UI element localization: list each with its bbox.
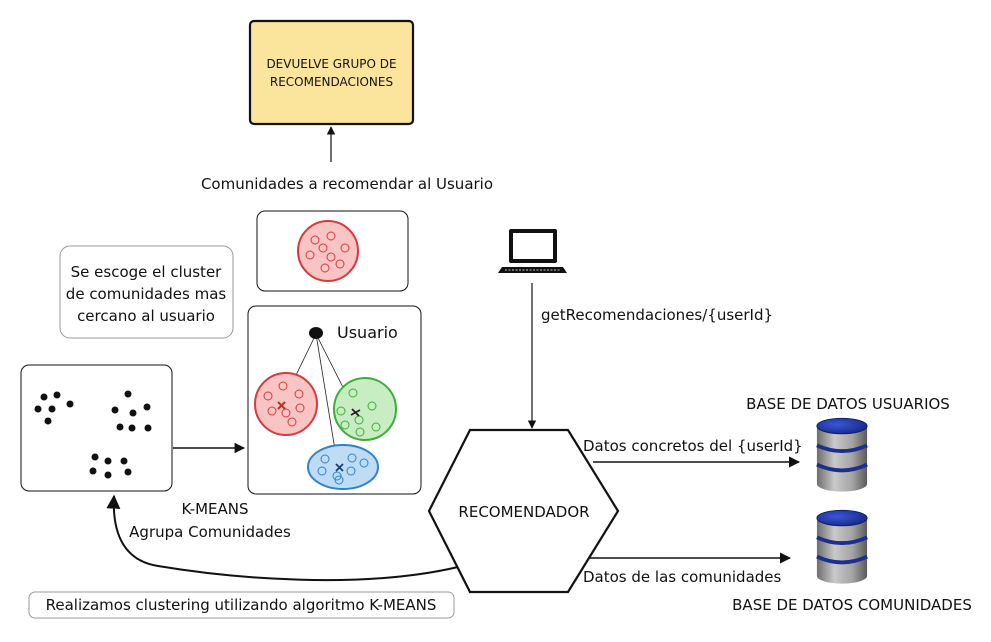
user-label: Usuario	[337, 323, 398, 342]
kmeans-sub-label: Agrupa Comunidades	[129, 523, 291, 541]
blue-centroid-marker	[335, 463, 344, 472]
user-data-label: Datos concretos del {userId}	[583, 437, 803, 455]
selected-cluster-circle	[297, 220, 359, 282]
green-centroid-marker	[350, 408, 361, 417]
result-box-line2: RECOMENDACIONES	[270, 75, 393, 89]
green-cluster	[333, 377, 397, 441]
blue-cluster-points	[317, 453, 369, 485]
cluster-note-line1: Se escoge el cluster	[71, 263, 223, 281]
recommender-hexagon	[427, 428, 620, 594]
recommendations-result-box: DEVUELVE GRUPO DE RECOMENDACIONES	[248, 19, 415, 126]
cluster-note-line3: cercano al usuario	[77, 307, 215, 325]
laptop-icon	[498, 229, 567, 273]
cluster-selection-note: Se escoge el cluster de comunidades mas …	[59, 245, 234, 339]
clustering-note-frame	[28, 591, 455, 619]
database-icon	[815, 508, 869, 584]
endpoint-label: getRecomendaciones/{userId}	[541, 306, 773, 324]
community-data-label: Datos de las comunidades	[583, 568, 782, 586]
selected-cluster-points	[305, 231, 350, 273]
users-db-label: BASE DE DATOS USUARIOS	[746, 395, 950, 413]
communities-db-label: BASE DE DATOS COMUNIDADES	[732, 596, 972, 614]
red-centroid-marker	[277, 401, 286, 410]
red-cluster	[254, 372, 318, 436]
arrow-to-kmeans	[106, 494, 459, 582]
database-icon	[815, 416, 869, 492]
user-point	[309, 327, 323, 339]
kmeans-label: K-MEANS	[181, 500, 248, 518]
communities-scatter-box	[20, 364, 173, 492]
result-box-line1: DEVUELVE GRUPO DE	[266, 57, 396, 71]
community-points	[34, 390, 152, 479]
blue-cluster	[307, 444, 379, 490]
recommender-label: RECOMENDADOR	[458, 503, 589, 521]
cluster-note-frame	[59, 245, 234, 339]
clustering-note: Realizamos clustering utilizando algorit…	[28, 591, 455, 619]
result-box-shape	[248, 19, 415, 126]
selected-cluster-box	[256, 210, 409, 292]
green-cluster-points	[336, 388, 381, 437]
user-cluster-box: Usuario	[247, 305, 422, 495]
cluster-note-line2: de comunidades mas	[66, 285, 227, 303]
recommender-node: RECOMENDADOR	[427, 428, 620, 594]
communities-to-recommend-label: Comunidades a recomendar al Usuario	[201, 175, 493, 193]
red-cluster-points	[263, 381, 305, 427]
clustering-note-text: Realizamos clustering utilizando algorit…	[46, 596, 437, 614]
